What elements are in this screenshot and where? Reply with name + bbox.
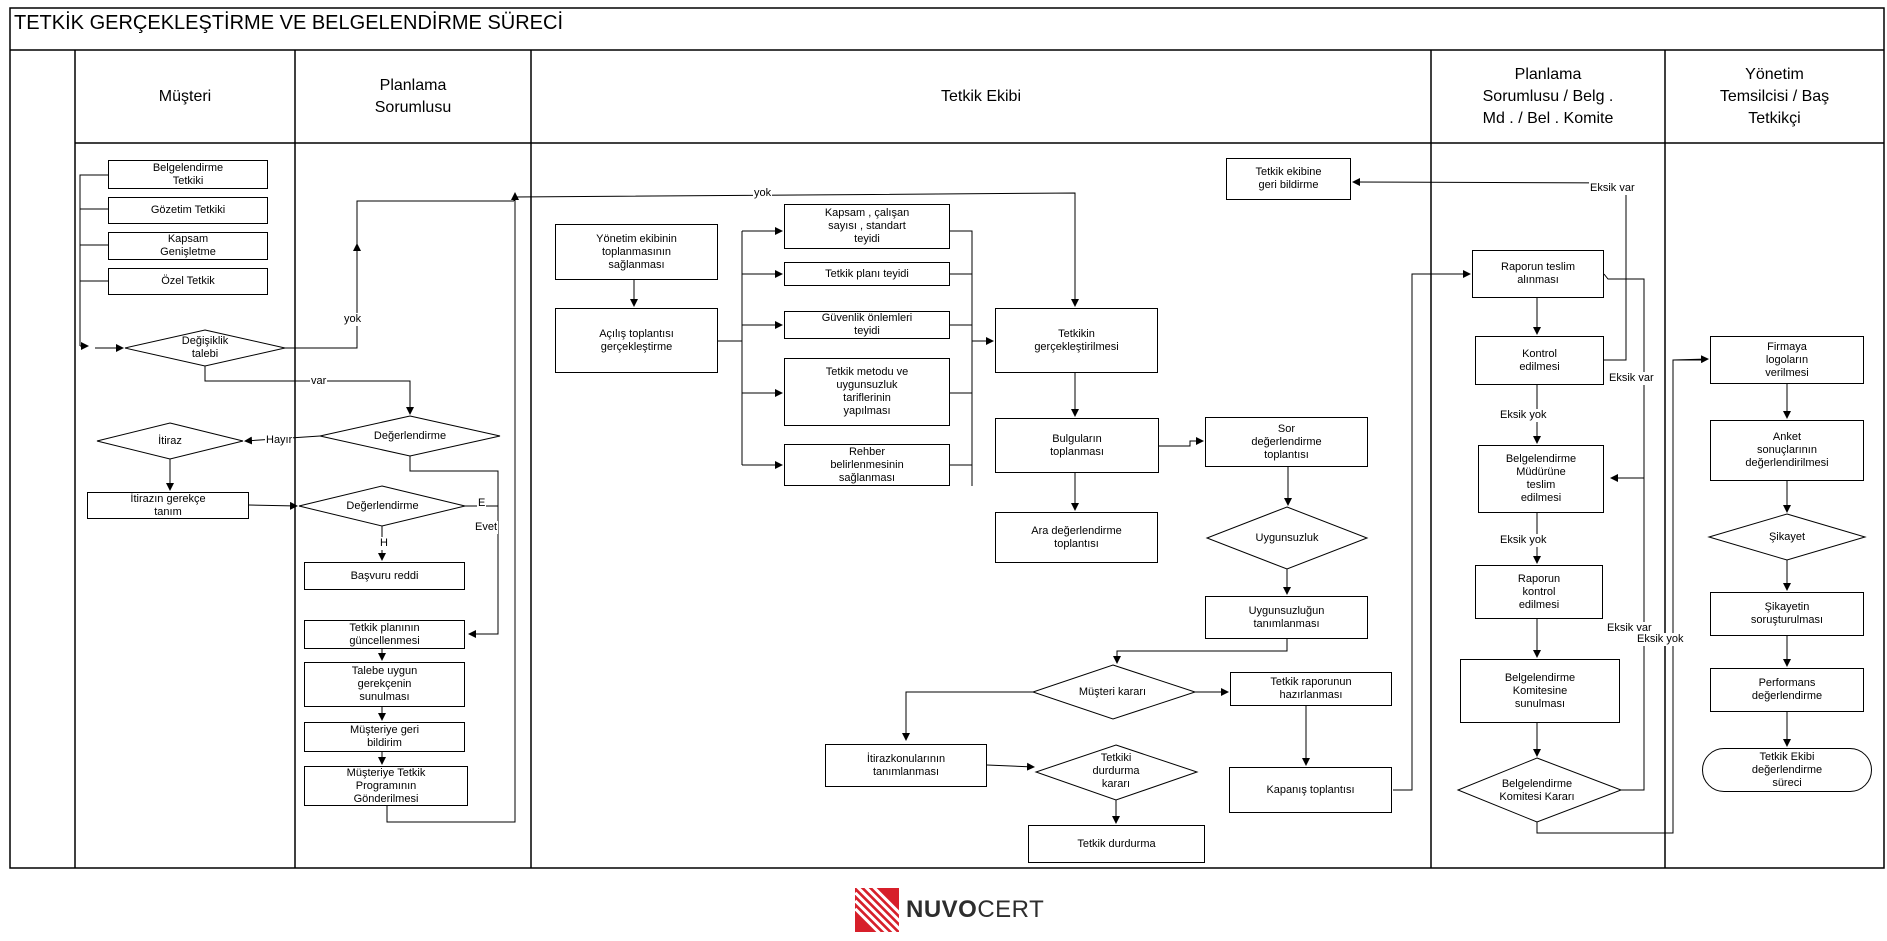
node-sor-degerlendirme: Sor değerlendirme toplantısı [1205,417,1368,467]
node-sikayet-sorusturma: Şikayetin soruşturulması [1710,592,1864,636]
lane-tetkik-ekibi: Tetkik Ekibi [940,87,1022,105]
node-durdurma-karari: Tetkiki durdurma kararı [1092,751,1140,790]
label-h: H [379,537,389,550]
lane-planlama: Planlama Sorumlusu [374,76,452,116]
label-evet: Evet [474,521,499,534]
node-tetkikin-gerceklestirilmesi: Tetkikin gerçekleştirilmesi [995,308,1158,373]
node-kapsam-teyidi: Kapsam , çalışan sayısı , standart teyid… [784,204,950,249]
node-sikayet: Şikayet [1768,530,1806,543]
node-kapanis-toplantisi: Kapanış toplantısı [1229,767,1392,813]
lane-musteri: Müşteri [158,87,212,105]
decision-shapes [96,329,1867,823]
node-plan-teyidi: Tetkik planı teyidi [784,262,950,286]
node-komite-karari: Belgelendirme Komitesi Kararı [1499,778,1575,803]
node-uygunsuzluk: Uygunsuzluk [1255,531,1319,544]
lane-yonetim: Yönetim Temsilcisi / Baş Tetkikçi [1719,65,1830,127]
label-eksik-var-2: Eksik var [1608,372,1655,385]
node-degisiklik-talebi: Değişiklik talebi [181,335,229,360]
node-ekip-degerlendirme: Tetkik Ekibi değerlendirme süreci [1702,748,1872,792]
node-raporun-teslim: Raporun teslim alınması [1472,250,1604,298]
node-itiraz-konulari: İtirazkonularının tanımlanması [825,744,987,787]
node-uygunsuzlugun-tanimlanmasi: Uygunsuzluğun tanımlanması [1205,596,1368,639]
node-rehber: Rehber belirlenmesinin sağlanması [784,444,950,486]
label-eksik-yok-1: Eksik yok [1499,409,1548,422]
node-logo-verilmesi: Firmaya logoların verilmesi [1710,336,1864,384]
node-itiraz-gerekce: İtirazın gerekçe tanım [87,492,249,519]
node-rapor-hazirlanmasi: Tetkik raporunun hazırlanması [1230,672,1392,706]
node-plan-guncelleme: Tetkik planının güncellenmesi [304,620,465,649]
node-tetkik-ekibine-geri-bildirme: Tetkik ekibine geri bildirme [1226,158,1351,200]
node-guvenlik-teyidi: Güvenlik önlemleri teyidi [784,311,950,339]
node-komiteye-sunulmasi: Belgelendirme Komitesine sunulması [1460,659,1620,723]
swimlane-frame [9,7,1885,869]
node-ozel-tetkik: Özel Tetkik [108,268,268,295]
node-raporun-kontrol: Raporun kontrol edilmesi [1475,565,1603,619]
node-musteriye-geri-bildirim: Müşteriye geri bildirim [304,722,465,752]
node-belgelendirme-tetkiki: Belgelendirme Tetkiki [108,160,268,189]
node-ara-degerlendirme: Ara değerlendirme toplantısı [995,512,1158,563]
label-var: var [310,375,328,388]
lane-belgelendirme: Planlama Sorumlusu / Belg . Md . / Bel .… [1482,65,1614,127]
node-musteri-karari: Müşteri kararı [1078,685,1147,698]
node-tetkik-metodu: Tetkik metodu ve uygunsuzluk tariflerini… [784,358,950,426]
node-basvuru-reddi: Başvuru reddi [304,562,465,590]
label-yok: yok [343,313,363,326]
diagram-title: TETKİK GERÇEKLEŞTİRME VE BELGELENDİRME S… [14,12,564,34]
connectors [79,174,1791,834]
node-talebe-uygun: Talebe uygun gerekçenin sunulması [304,662,465,707]
label-eksik-yok-3: Eksik yok [1636,633,1685,646]
label-eksik-var-3: Eksik var [1606,622,1653,635]
node-kontrol-edilmesi: Kontrol edilmesi [1475,336,1604,385]
label-e: E [477,497,487,510]
node-performans: Performans değerlendirme [1710,668,1864,712]
label-eksik-var-1: Eksik var [1589,182,1636,195]
node-gozetim-tetkiki: Gözetim Tetkiki [108,197,268,224]
node-bulgularin-toplanmasi: Bulguların toplanması [995,418,1159,473]
node-acilis-toplantisi: Açılış toplantısı gerçekleştirme [555,308,718,373]
node-anket-sonuclari: Anket sonuçlarının değerlendirilmesi [1710,420,1864,481]
decision-musteri-karari [1031,664,1197,720]
node-bm-teslim: Belgelendirme Müdürüne teslim edilmesi [1478,445,1604,513]
node-yonetim-ekibi: Yönetim ekibinin toplanmasının sağlanmas… [555,224,718,280]
node-musteriye-tetkik-programi: Müşteriye Tetkik Programının Gönderilmes… [304,766,468,806]
node-itiraz: İtiraz [158,434,182,447]
label-hayir: Hayır [265,434,294,447]
nuvocert-logo: NUVOCERT [855,888,1044,932]
node-tetkik-durdurma: Tetkik durdurma [1028,825,1205,863]
node-kapsam-genisletme: Kapsam Genişletme [108,232,268,260]
node-degerlendirme-2: Değerlendirme [346,499,419,512]
nuvocert-logo-mark [855,888,899,932]
nuvocert-logo-text: NUVOCERT [906,896,1045,923]
label-yok-top: yok [753,187,773,200]
node-degerlendirme-1: Değerlendirme [373,429,447,442]
label-eksik-yok-2: Eksik yok [1499,534,1548,547]
